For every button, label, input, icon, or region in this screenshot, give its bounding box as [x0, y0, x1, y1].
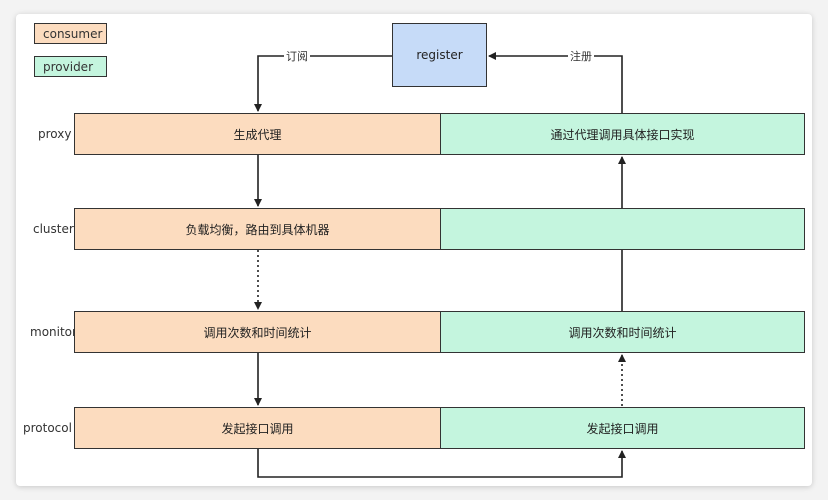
- subscribe-label: 订阅: [284, 48, 310, 64]
- legend-consumer: consumer: [34, 23, 107, 44]
- layer-label-monitor: monitor: [30, 325, 77, 339]
- proxy-consumer-box: 生成代理: [74, 113, 441, 155]
- proxy-provider-box: 通过代理调用具体接口实现: [440, 113, 805, 155]
- register-node: register: [392, 23, 487, 87]
- register-label: 注册: [568, 48, 594, 64]
- diagram-canvas: consumer provider register 订阅 注册 proxy c…: [16, 14, 812, 486]
- cluster-provider-box: [440, 208, 805, 250]
- subscribe-arrow: [254, 55, 392, 112]
- cluster-consumer-box: 负载均衡，路由到具体机器: [74, 208, 441, 250]
- monitor-provider-box: 调用次数和时间统计: [440, 311, 805, 353]
- layer-label-proxy: proxy: [38, 127, 72, 141]
- protocol-loop-arrow: [257, 449, 626, 478]
- layer-label-protocol: protocol: [23, 421, 72, 435]
- protocol-provider-box: 发起接口调用: [440, 407, 805, 449]
- monitor-consumer-box: 调用次数和时间统计: [74, 311, 441, 353]
- register-arrow: [488, 52, 623, 113]
- legend-provider: provider: [34, 56, 107, 77]
- layer-label-cluster: cluster: [33, 222, 74, 236]
- protocol-consumer-box: 发起接口调用: [74, 407, 441, 449]
